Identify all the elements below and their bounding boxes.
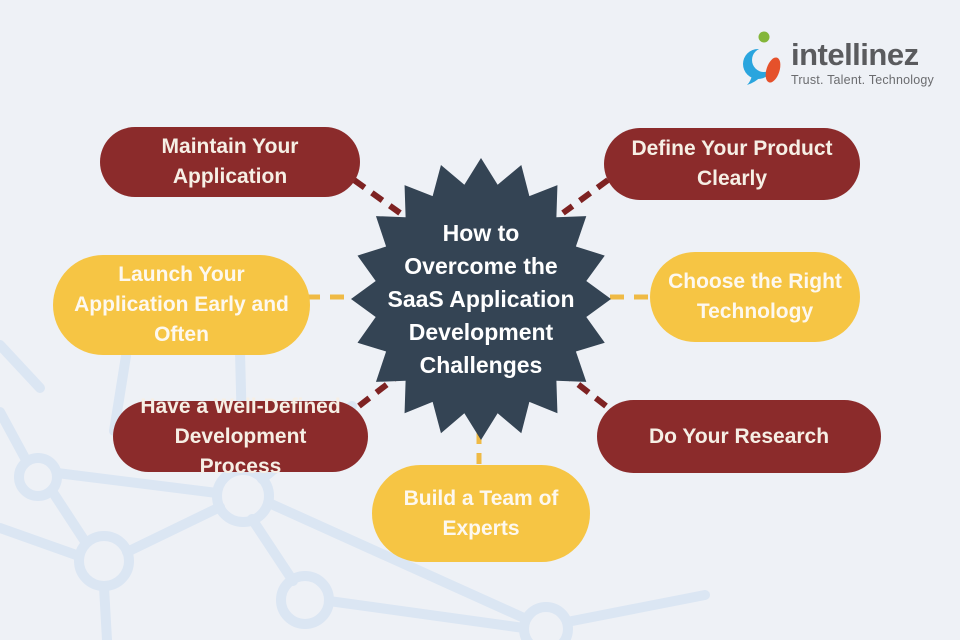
node-label: Launch Your Application Early and Often (74, 263, 289, 346)
center-title-line: Overcome the (404, 252, 558, 279)
node-define-your-product-clearly: Define Your Product Clearly (604, 128, 860, 200)
node-label: Do Your Research (648, 424, 830, 448)
logo-name: intellinez (790, 37, 919, 72)
center-title-line: How to (442, 219, 520, 246)
node-maintain-your-application: Maintain Your Application (100, 127, 360, 197)
node-launch-your-application-early-and-often: Launch Your Application Early and Often (53, 255, 310, 355)
logo-tagline: Trust. Talent. Technology (790, 73, 934, 87)
node-label: Define Your Product Clearly (631, 137, 833, 190)
node-label: Have a Well-Defined Development Process (140, 394, 341, 478)
center-title-line: Development (408, 318, 554, 345)
node-choose-the-right-technology: Choose the Right Technology (650, 252, 860, 342)
node-label: Build a Team of Experts (403, 486, 559, 540)
logo-text-block: intellinez Trust. Talent. Technology (790, 30, 934, 88)
node-build-a-team-of-experts: Build a Team of Experts (372, 465, 590, 562)
node-do-your-research: Do Your Research (597, 400, 881, 473)
node-label: Choose the Right Technology (668, 270, 842, 323)
node-label: Maintain Your Application (161, 135, 299, 188)
node-have-a-well-defined-development-process: Have a Well-Defined Development Process (113, 395, 368, 478)
center-title-line: SaaS Application (387, 285, 575, 312)
connector-define (561, 177, 610, 216)
center-title-line: Challenges (419, 351, 543, 378)
intellinez-i-icon (742, 31, 781, 85)
connector-maintain (352, 177, 402, 216)
intellinez-logo: intellinez Trust. Talent. Technology (742, 30, 934, 88)
